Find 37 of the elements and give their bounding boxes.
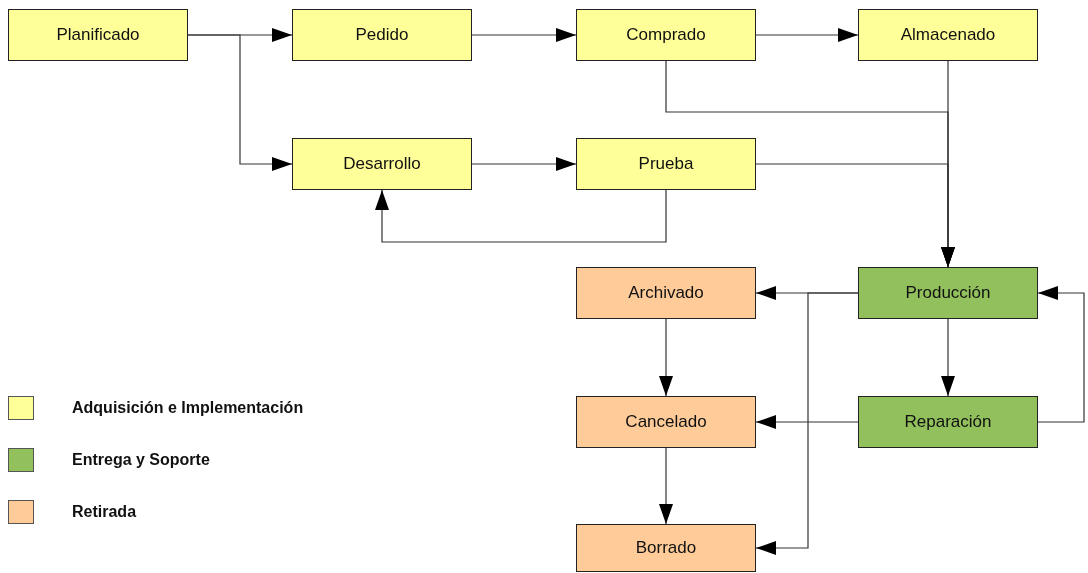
state-box: [292, 138, 472, 190]
state-label: Pedido: [355, 25, 409, 45]
state-label: Planificado: [56, 25, 140, 45]
arrow: [471, 28, 577, 42]
arrow: [187, 34, 293, 171]
state-box: [858, 9, 1038, 61]
arrow: [755, 415, 859, 429]
state-box: [576, 267, 756, 319]
arrow: [755, 163, 955, 268]
arrow: [941, 318, 955, 397]
state-box: [576, 396, 756, 448]
arrow: [659, 318, 673, 397]
state-box: [858, 396, 1038, 448]
arrow: [375, 189, 667, 243]
arrow: [755, 28, 859, 42]
arrow: [471, 157, 577, 171]
legend-label: Retirada: [72, 503, 137, 521]
state-label: Cancelado: [625, 412, 707, 432]
arrow: [755, 292, 859, 555]
state-label: Almacenado: [900, 25, 996, 45]
state-label: Comprado: [626, 25, 706, 45]
state-label: Borrado: [635, 538, 697, 558]
state-box: [292, 9, 472, 61]
state-box: [576, 9, 756, 61]
state-label: Archivado: [628, 283, 704, 303]
state-label: Desarrollo: [343, 154, 421, 174]
state-label: Producción: [905, 283, 991, 303]
state-box: [576, 524, 756, 572]
legend-label: Adquisición e Implementación: [72, 399, 304, 417]
arrow: [659, 447, 673, 525]
state-box: [576, 138, 756, 190]
state-label: Reparación: [904, 412, 992, 432]
legend-label: Entrega y Soporte: [72, 451, 210, 469]
state-label: Prueba: [638, 154, 694, 174]
arrow: [1037, 286, 1085, 423]
state-box: [858, 267, 1038, 319]
state-box: [8, 9, 188, 61]
